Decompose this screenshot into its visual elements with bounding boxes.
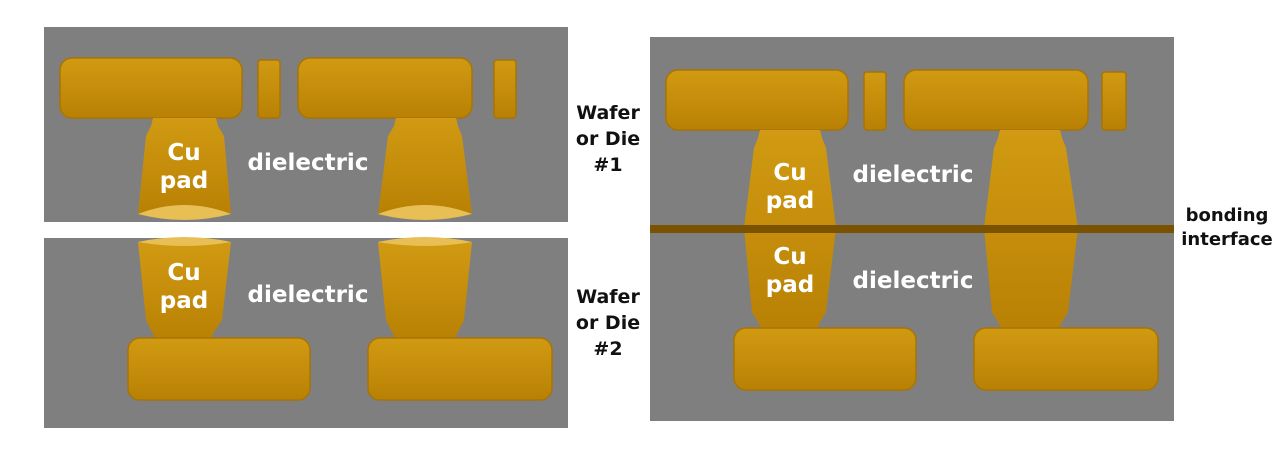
wafer1-cu-label-line1: Cu [167, 140, 200, 166]
wafer1-dielectric [44, 27, 568, 222]
wafer1-cu-line-small-2 [493, 59, 517, 119]
wafer2-cu-pad-right-recess [378, 237, 472, 246]
before-bonding-panel: Cu pad dielectric Cu pad dielectric [44, 27, 568, 428]
wafer2-label-line3: #2 [593, 338, 623, 360]
bonded-top-cu-label-line1: Cu [773, 160, 806, 186]
wafer2-dielectric-label: dielectric [248, 282, 369, 308]
wafer1-label-line1: Wafer [576, 102, 640, 124]
wafer2-cu-label-line2: pad [160, 288, 208, 314]
bonded-bottom-cu-line-right [973, 327, 1159, 391]
bonding-interface-line [650, 225, 1174, 233]
after-bonding-panel: Cu pad dielectric Cu pad dielectric [650, 37, 1174, 421]
wafer1-cu-line-right [297, 57, 473, 119]
wafer2-cu-line-right [367, 337, 553, 401]
wafer1-cu-pad-right [378, 118, 472, 214]
bonded-bottom-cu-line-left [733, 327, 917, 391]
bonded-top-cu-line-small-2 [1101, 71, 1127, 131]
bonded-bottom-cu-label-line2: pad [766, 272, 814, 298]
bonded-bottom-cu-label-line1: Cu [773, 244, 806, 270]
wafer1-label-line3: #1 [593, 154, 623, 176]
bonded-top-cu-label-line2: pad [766, 188, 814, 214]
wafer2-cu-pad-left [138, 242, 231, 340]
bonding-gap [44, 222, 568, 238]
wafer1-cu-pad-left [138, 118, 231, 214]
wafer1-dielectric-label: dielectric [248, 150, 369, 176]
wafer1-cu-label-line2: pad [160, 168, 208, 194]
bonded-top-cu-line-right [903, 69, 1089, 131]
wafer2-cu-pad-right [378, 242, 472, 340]
wafer2-label-line1: Wafer [576, 286, 640, 308]
wafer2-label-line2: or Die [575, 312, 641, 334]
wafer2-cu-pad-left-recess [138, 237, 231, 246]
wafer1-cu-line-left [59, 57, 243, 119]
wafer1-label: Wafer or Die #1 [568, 100, 648, 178]
bonding-interface-label-line2: interface [1181, 229, 1273, 250]
wafer2-cu-label-line1: Cu [167, 260, 200, 286]
bonded-bottom-dielectric-label: dielectric [853, 268, 974, 294]
bonding-interface-label: bonding interface [1176, 204, 1278, 252]
wafer1-cu-pad-right-recess [378, 205, 472, 220]
wafer1-cu-pad-left-recess [138, 205, 231, 220]
bonded-top-cu-line-left [665, 69, 849, 131]
wafer1-cu-line-small-1 [257, 59, 281, 119]
wafer2-label: Wafer or Die #2 [568, 284, 648, 362]
bonding-interface-label-line1: bonding [1185, 205, 1269, 226]
bonded-top-cu-line-small-1 [863, 71, 887, 131]
wafer2-cu-line-left [127, 337, 311, 401]
bonded-top-dielectric-label: dielectric [853, 162, 974, 188]
wafer1-label-line2: or Die [575, 128, 641, 150]
